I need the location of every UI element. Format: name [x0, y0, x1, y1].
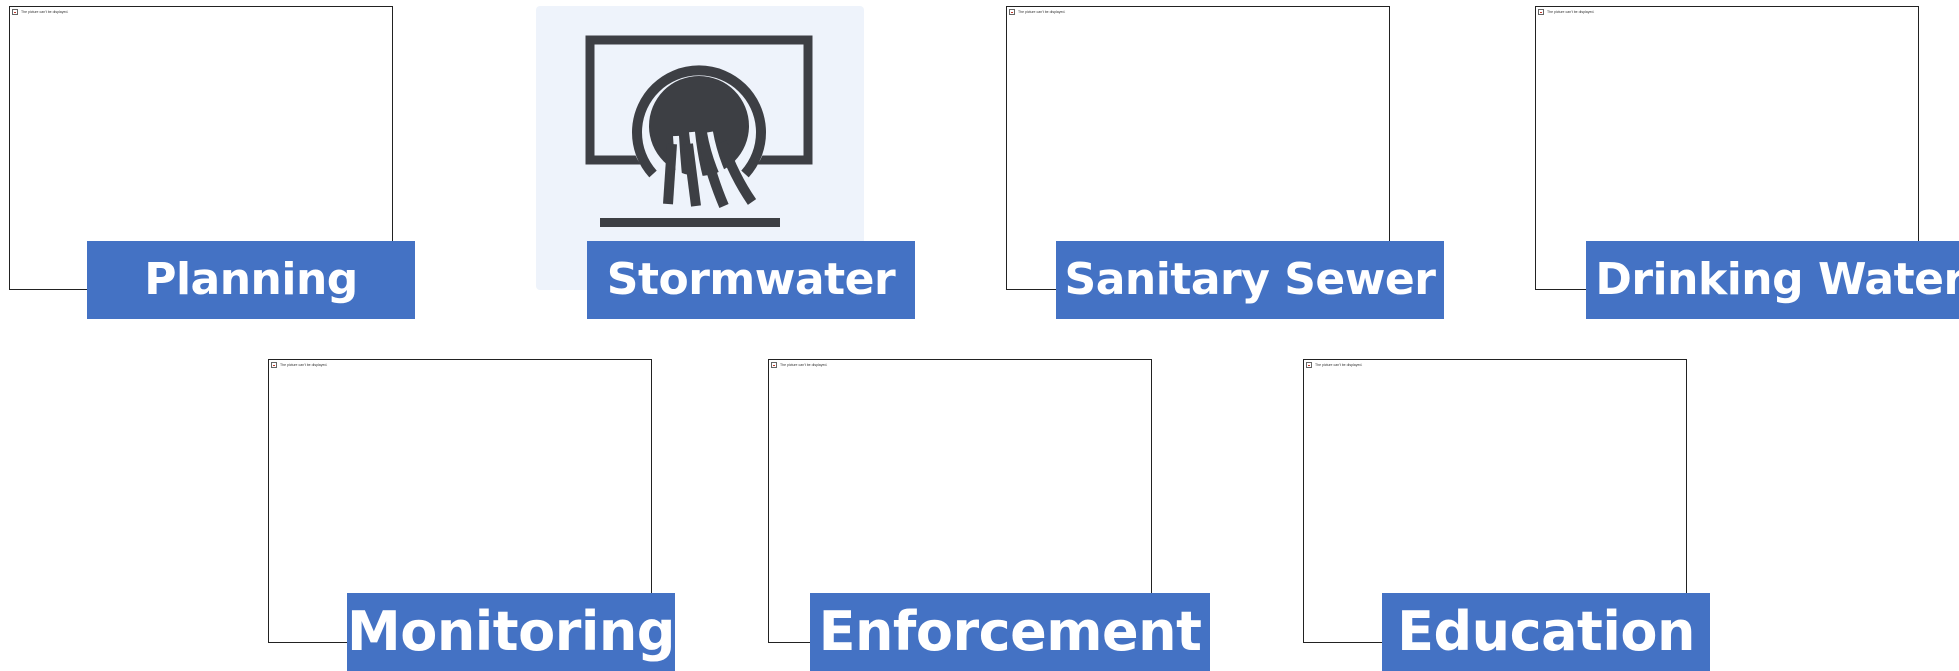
broken-image-icon [1306, 362, 1312, 368]
broken-image-icon [1538, 9, 1544, 15]
planning-label[interactable]: Planning [87, 241, 415, 319]
broken-image-icon [1009, 9, 1015, 15]
enforcement-label[interactable]: Enforcement [810, 593, 1210, 671]
broken-image-text: The picture can't be displayed. [780, 363, 828, 367]
broken-image-icon [12, 9, 18, 15]
broken-image-placeholder: The picture can't be displayed. [1306, 362, 1362, 368]
broken-image-text: The picture can't be displayed. [1018, 10, 1066, 14]
broken-image-text: The picture can't be displayed. [21, 10, 69, 14]
education-label[interactable]: Education [1382, 593, 1710, 671]
broken-image-icon [771, 362, 777, 368]
broken-image-placeholder: The picture can't be displayed. [771, 362, 827, 368]
broken-image-placeholder: The picture can't be displayed. [12, 9, 68, 15]
broken-image-placeholder: The picture can't be displayed. [271, 362, 327, 368]
drinking-water-label[interactable]: Drinking Water [1586, 241, 1959, 319]
broken-image-text: The picture can't be displayed. [1547, 10, 1595, 14]
monitoring-label[interactable]: Monitoring [347, 593, 675, 671]
broken-image-placeholder: The picture can't be displayed. [1538, 9, 1594, 15]
stormwater-icon [585, 35, 813, 227]
broken-image-icon [271, 362, 277, 368]
broken-image-text: The picture can't be displayed. [1315, 363, 1363, 367]
broken-image-text: The picture can't be displayed. [280, 363, 328, 367]
sanitary-sewer-label[interactable]: Sanitary Sewer [1056, 241, 1444, 319]
broken-image-placeholder: The picture can't be displayed. [1009, 9, 1065, 15]
stormwater-label[interactable]: Stormwater [587, 241, 915, 319]
